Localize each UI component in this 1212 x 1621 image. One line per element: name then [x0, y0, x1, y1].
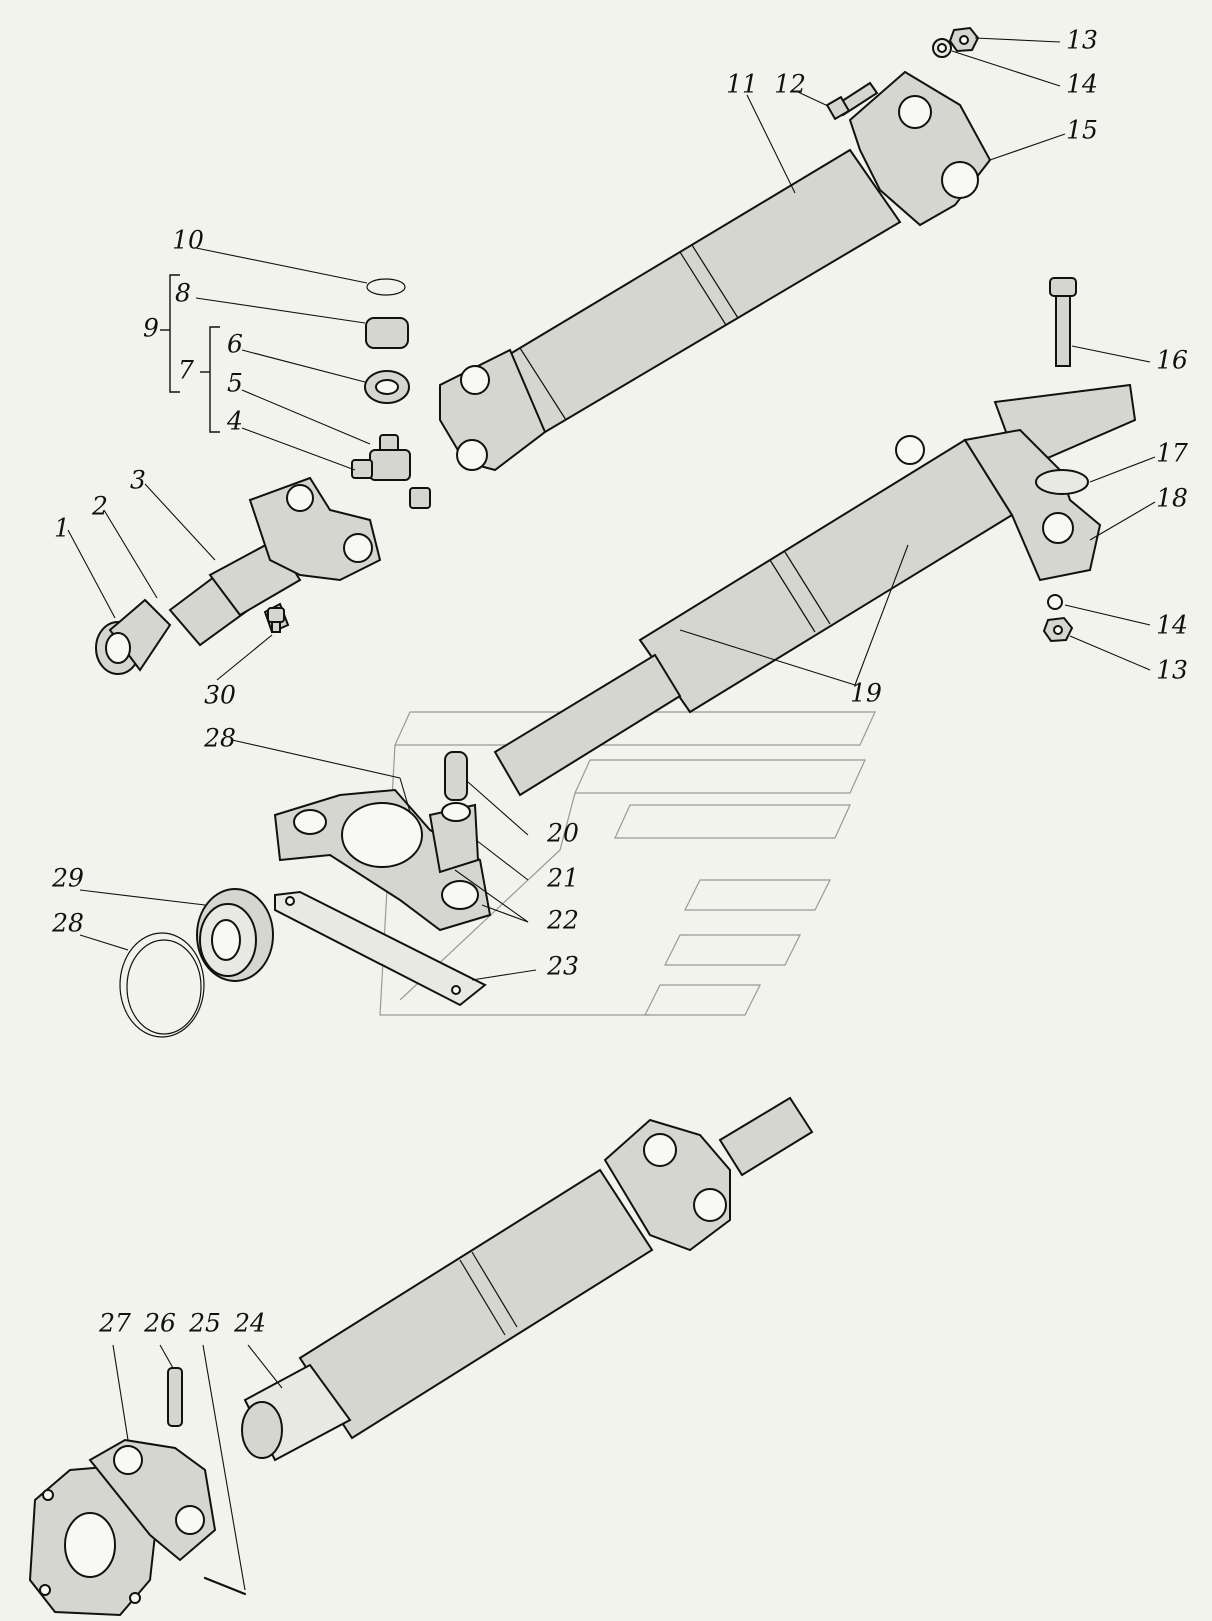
label-7: 7 [178, 356, 194, 385]
label-28-top: 28 [203, 724, 236, 753]
label-4: 4 [226, 407, 243, 436]
label-25: 25 [188, 1309, 221, 1338]
label-30: 30 [204, 681, 236, 710]
label-2: 2 [91, 492, 108, 521]
flange-yoke-27 [28, 1367, 247, 1617]
label-8: 8 [175, 279, 191, 308]
bolt-12 [825, 81, 879, 121]
leader-lines [67, 37, 1156, 1591]
center-support-bracket [273, 751, 492, 1007]
label-6: 6 [227, 330, 243, 359]
shaft-24 [241, 1096, 814, 1462]
label-19: 19 [850, 679, 882, 708]
label-21: 21 [546, 864, 579, 893]
slip-yoke-assembly [95, 278, 431, 675]
shaft-19 [493, 383, 1137, 797]
label-27: 27 [98, 1309, 131, 1338]
label-18: 18 [1156, 484, 1188, 513]
label-15: 15 [1066, 116, 1098, 145]
label-5: 5 [227, 369, 243, 398]
grease-fitting-30 [267, 607, 285, 633]
label-1: 1 [54, 514, 70, 543]
group-brackets [160, 274, 220, 433]
label-10: 10 [172, 226, 204, 255]
nut-washer-top [932, 26, 980, 58]
label-26: 26 [143, 1309, 176, 1338]
label-22: 22 [546, 906, 579, 935]
washer-17 [1035, 469, 1089, 495]
label-16: 16 [1156, 346, 1188, 375]
bearing-and-snap-ring [119, 888, 274, 1038]
label-12: 12 [774, 70, 806, 99]
label-17: 17 [1156, 439, 1188, 468]
label-3: 3 [130, 466, 146, 495]
nut-washer-bottom [1042, 594, 1074, 643]
label-24: 24 [233, 1309, 266, 1338]
label-13-top: 13 [1066, 26, 1098, 55]
label-23: 23 [546, 952, 579, 981]
bolt-16 [1049, 277, 1077, 367]
label-14-top: 14 [1066, 70, 1098, 99]
shaft-11 [439, 70, 992, 472]
label-14-bottom: 14 [1156, 611, 1188, 640]
label-20: 20 [546, 819, 579, 848]
label-28-bottom: 28 [51, 909, 84, 938]
label-13-bottom: 13 [1156, 656, 1188, 685]
label-9: 9 [143, 314, 159, 343]
part-labels: 1 2 3 4 5 6 7 8 9 10 11 12 13 14 15 16 1… [51, 26, 1188, 1338]
label-11: 11 [726, 70, 758, 99]
label-29: 29 [51, 864, 84, 893]
